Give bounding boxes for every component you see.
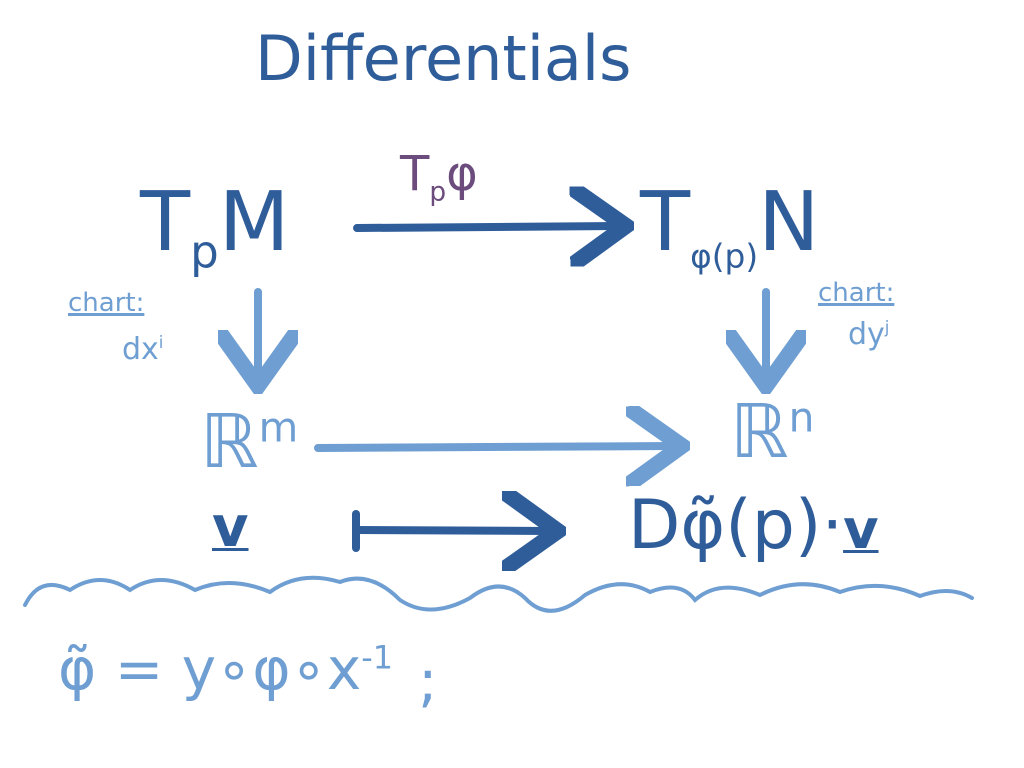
wavy-divider bbox=[23, 575, 974, 613]
page-title: Differentials bbox=[255, 22, 632, 95]
chart-map-left: dxi bbox=[122, 332, 164, 367]
formula-semicolon: ; bbox=[418, 647, 438, 715]
node-tangent-space-n: Tφ(p)N bbox=[640, 175, 820, 276]
arrow-label-differential: Tpφ bbox=[400, 146, 478, 208]
vector-v: v bbox=[212, 495, 249, 560]
chart-map-right: dyj bbox=[848, 317, 890, 352]
node-differential-of-v: Dφ̃(p)·v bbox=[628, 486, 879, 565]
chart-label-left: chart: bbox=[68, 288, 145, 318]
node-rm: ℝm bbox=[200, 399, 299, 485]
mapsto-arrow bbox=[352, 530, 550, 531]
node-rn: ℝn bbox=[730, 389, 815, 475]
node-tangent-space-m: TpM bbox=[140, 175, 290, 279]
formula-phi-tilde: φ̃ = y∘φ∘x-1 bbox=[58, 635, 394, 703]
arrow-middle bbox=[314, 446, 674, 448]
chart-label-right: chart: bbox=[818, 278, 895, 308]
arrow-top bbox=[353, 226, 618, 228]
